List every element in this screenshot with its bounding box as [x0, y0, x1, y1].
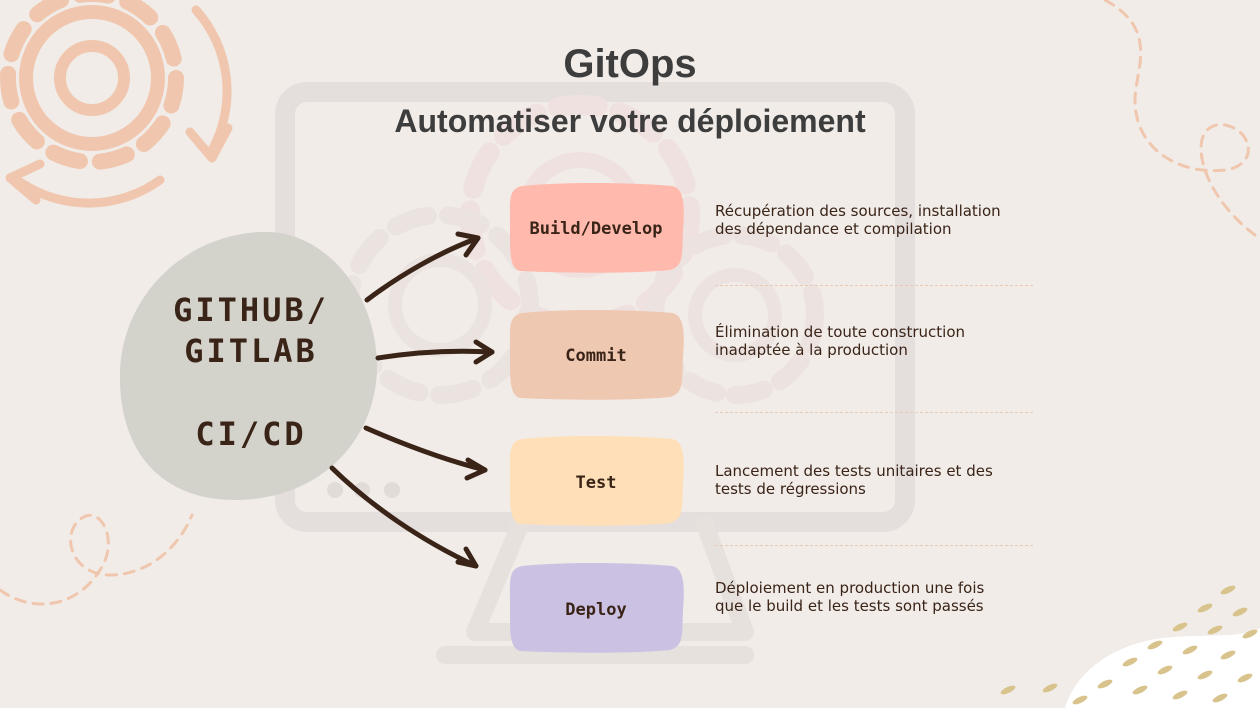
arrow-icon	[364, 231, 481, 303]
step-card-deploy	[509, 562, 684, 653]
description-line: Déploiement en production une fois	[715, 579, 985, 597]
page-title: GitOps	[563, 42, 697, 86]
arrow-icon	[375, 339, 495, 365]
divider	[715, 285, 1033, 286]
step-label-deploy: Deploy	[565, 600, 627, 620]
step-description-commit: Élimination de toute construction inadap…	[715, 323, 1045, 359]
divider	[715, 412, 1033, 413]
page-subtitle: Automatiser votre déploiement	[394, 103, 866, 139]
description-line: Élimination de toute construction	[715, 323, 966, 341]
description-line: des dépendance et compilation	[715, 220, 952, 238]
step-description-deploy: Déploiement en production une fois que l…	[715, 579, 1045, 615]
step-card-build	[509, 182, 684, 273]
description-line: inadaptée à la production	[715, 341, 908, 359]
step-label-build: Build/Develop	[529, 219, 663, 239]
description-line: Récupération des sources, installation	[715, 202, 1001, 220]
step-label-test: Test	[575, 473, 617, 493]
arrow-icon	[329, 465, 479, 569]
source-label-line1: GITHUB/	[173, 291, 329, 329]
arrow-icon	[363, 425, 488, 481]
source-label-line3: CI/CD	[195, 415, 307, 453]
source-label-line2: GITLAB	[184, 332, 318, 370]
step-card-commit	[509, 309, 684, 400]
step-card-test	[509, 435, 684, 526]
description-line: Lancement des tests unitaires et des	[715, 462, 993, 480]
description-line: que le build et les tests sont passés	[715, 597, 984, 615]
step-description-test: Lancement des tests unitaires et des tes…	[715, 462, 1045, 498]
step-description-build: Récupération des sources, installation d…	[715, 202, 1045, 238]
step-label-commit: Commit	[565, 346, 627, 366]
description-line: tests de régressions	[715, 480, 866, 498]
divider	[715, 545, 1033, 546]
